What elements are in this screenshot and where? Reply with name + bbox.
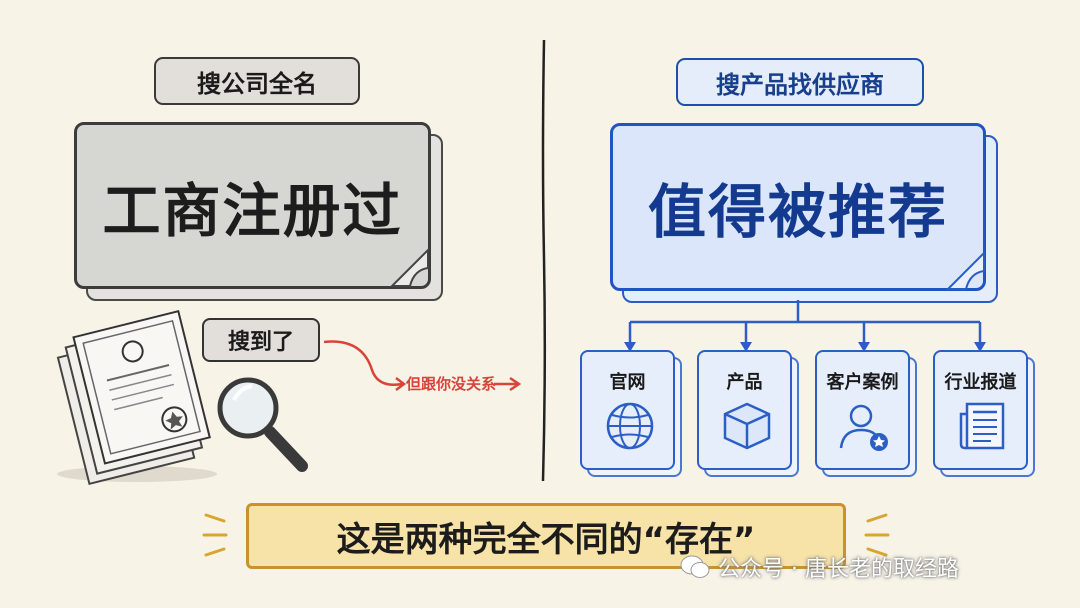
note-text: 但跟你没关系	[406, 375, 497, 393]
red-arrow	[323, 340, 522, 392]
connector-tree	[624, 300, 986, 352]
left-section-label: 搜公司全名	[154, 57, 360, 105]
conclusion-banner: 这是两种完全不同的“存在”	[246, 503, 846, 569]
sub-card-label: 行业报道	[944, 372, 1017, 393]
left-sparkle-icon	[202, 513, 228, 557]
sub-card-product: 产品	[697, 350, 792, 470]
sub-card-cases: 客户案例	[815, 350, 910, 470]
right-section-label: 搜产品找供应商	[676, 58, 924, 106]
certificate-icon	[56, 309, 217, 486]
watermark-text: 公众号 · 唐长老的取经路	[718, 557, 959, 582]
right-main-card: 值得被推荐	[610, 123, 986, 291]
wechat-icon	[680, 555, 710, 578]
center-divider	[541, 39, 547, 482]
right-sparkle-icon	[864, 513, 890, 557]
globe-icon	[606, 402, 654, 450]
newspaper-icon	[959, 402, 1005, 450]
sub-card-label: 客户案例	[826, 372, 899, 393]
sub-card-label: 官网	[609, 372, 646, 393]
found-label: 搜到了	[202, 318, 320, 362]
sub-card-label: 产品	[726, 372, 763, 393]
right-card-curl	[945, 250, 985, 290]
user-star-icon	[839, 404, 888, 451]
magnifier-icon	[217, 377, 308, 472]
left-main-card: 工商注册过	[74, 122, 431, 289]
left-card-curl	[389, 247, 429, 287]
sub-card-press: 行业报道	[933, 350, 1028, 470]
sub-card-website: 官网	[580, 350, 675, 470]
watermark: 公众号 · 唐长老的取经路	[680, 551, 959, 583]
cube-icon	[723, 402, 771, 450]
